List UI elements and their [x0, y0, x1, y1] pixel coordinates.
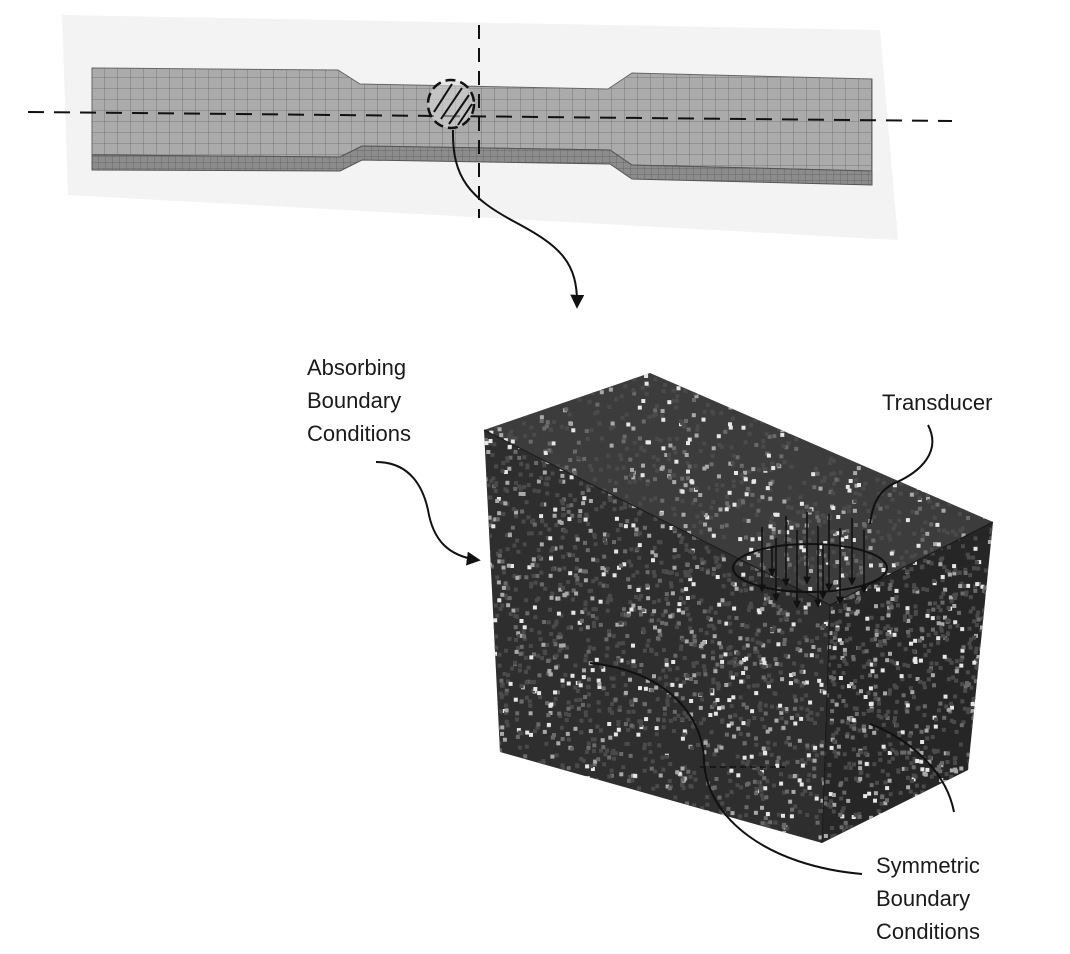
symmetric-leader-line-front [589, 662, 863, 875]
block-top-face [484, 373, 993, 605]
absorbing-label-line: Absorbing [307, 355, 407, 380]
transducer-label-line: Transducer [882, 390, 993, 415]
specimen-front-face [91, 145, 873, 186]
absorbing-label-line: Boundary [307, 388, 402, 413]
symmetric-leader-line-side [869, 723, 955, 813]
transducer-leader-line [869, 424, 934, 525]
zoom-circle [426, 78, 476, 130]
symmetric-boundary-label: Symmetric Boundary Conditions [876, 849, 980, 948]
microstructure-block [483, 373, 994, 844]
absorbing-boundary-label: Absorbing Boundary Conditions [307, 351, 411, 450]
symmetric-label-line: Boundary [876, 886, 971, 911]
transducer-footprint [732, 543, 888, 593]
tensile-specimen [91, 67, 873, 186]
transducer-label: Transducer [882, 386, 992, 419]
zoom-connector-arrow [451, 129, 585, 309]
absorbing-label-line: Conditions [307, 421, 411, 446]
absorbing-leader-arrow [375, 461, 481, 566]
transducer-marker [732, 512, 888, 609]
symmetric-label-line: Conditions [876, 919, 980, 944]
symmetric-label-line: Symmetric [876, 853, 980, 878]
